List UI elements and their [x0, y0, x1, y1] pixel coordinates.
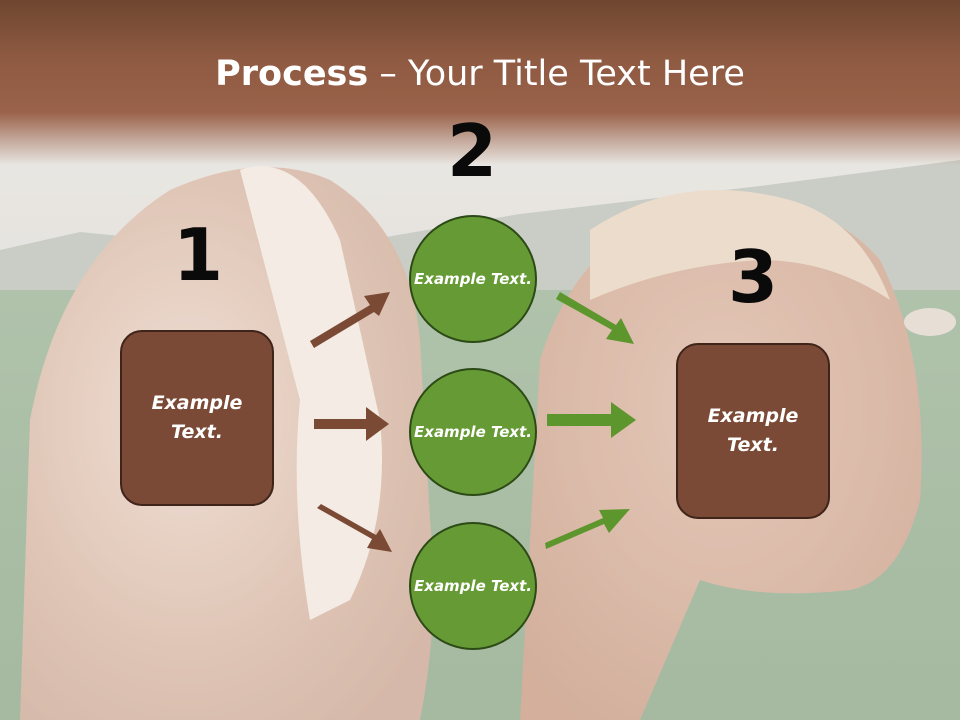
circle-middle-text: Example Text. — [414, 422, 532, 441]
step-2-circle-bottom: Example Text. — [409, 522, 537, 650]
arrow-brown-down — [317, 504, 392, 552]
step-3-box: Example Text. — [676, 343, 830, 519]
arrow-green-down — [556, 292, 634, 344]
step-1-box: Example Text. — [120, 330, 274, 506]
circle-top-text: Example Text. — [414, 269, 532, 288]
step-number-3: 3 — [727, 235, 779, 319]
title-bold-text: Process — [215, 54, 369, 94]
arrow-brown-right — [314, 407, 389, 441]
step-number-2: 2 — [446, 109, 498, 193]
step-2-circle-middle: Example Text. — [409, 368, 537, 496]
title-band — [0, 0, 960, 165]
title-rest-text: – Your Title Text Here — [368, 54, 745, 94]
arrow-green-right — [547, 402, 636, 438]
arrow-green-up — [545, 509, 630, 549]
circle-bottom-text: Example Text. — [414, 576, 532, 595]
arrow-brown-up — [310, 292, 390, 348]
step-number-1: 1 — [172, 213, 224, 297]
step-2-circle-top: Example Text. — [409, 215, 537, 343]
step-1-text: Example Text. — [151, 392, 243, 443]
step-3-text: Example Text. — [707, 405, 799, 456]
slide-title: Process – Your Title Text Here — [0, 50, 960, 98]
